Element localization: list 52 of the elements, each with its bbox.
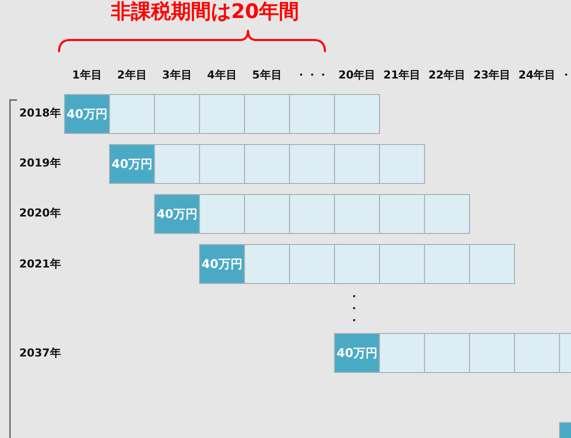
period-cell bbox=[334, 244, 380, 284]
row-label: 2021年 bbox=[19, 256, 61, 272]
column-header: 5年目 bbox=[252, 68, 282, 82]
period-cell bbox=[334, 94, 380, 134]
amount-cell: 40万円 bbox=[109, 144, 155, 184]
period-cell bbox=[154, 94, 200, 134]
period-cell bbox=[244, 194, 290, 234]
period-cell bbox=[244, 94, 290, 134]
title: 非課税期間は20年間 bbox=[111, 0, 299, 25]
period-cell bbox=[289, 94, 335, 134]
row-label: 2020年 bbox=[19, 206, 61, 220]
period-cell bbox=[244, 144, 290, 184]
amount-cell: 40万円 bbox=[154, 194, 200, 234]
period-cell bbox=[469, 244, 515, 284]
period-cell bbox=[289, 194, 335, 234]
column-header: 21年目 bbox=[383, 68, 421, 82]
column-header: 3年目 bbox=[162, 68, 192, 82]
row-label: 2019年 bbox=[19, 156, 61, 170]
period-cell bbox=[469, 333, 515, 373]
period-cell bbox=[424, 244, 470, 284]
period-cell bbox=[199, 144, 245, 184]
column-header: 4年目 bbox=[207, 68, 237, 82]
column-header: 24年目 bbox=[518, 68, 556, 82]
period-cell bbox=[514, 333, 560, 373]
period-cell bbox=[379, 194, 425, 234]
period-cell bbox=[334, 194, 380, 234]
column-header: 23年目 bbox=[473, 68, 511, 82]
period-cell bbox=[109, 94, 155, 134]
column-header: 20年目 bbox=[338, 68, 376, 82]
column-header: 22年目 bbox=[428, 68, 466, 82]
period-cell bbox=[424, 333, 470, 373]
period-cell bbox=[199, 94, 245, 134]
ellipsis: ・・・ bbox=[348, 290, 360, 328]
period-cell bbox=[154, 144, 200, 184]
column-header: ・・・ bbox=[296, 68, 328, 82]
amount-cell: 40万円 bbox=[334, 333, 380, 373]
period-cell bbox=[379, 333, 425, 373]
period-cell bbox=[289, 144, 335, 184]
period-cell bbox=[379, 244, 425, 284]
column-header: 2年目 bbox=[117, 68, 147, 82]
period-cell bbox=[199, 194, 245, 234]
row-label: 2037年 bbox=[19, 346, 61, 360]
row-label: 2018年 bbox=[19, 106, 61, 120]
period-cell bbox=[289, 244, 335, 284]
amount-cell: 40万円 bbox=[64, 94, 110, 134]
period-cell bbox=[379, 144, 425, 184]
period-cell bbox=[334, 144, 380, 184]
column-header: 1年目 bbox=[72, 68, 102, 82]
period-cell bbox=[244, 244, 290, 284]
amount-cell: 40万円 bbox=[199, 244, 245, 284]
period-cell bbox=[424, 194, 470, 234]
column-header: ・ bbox=[560, 68, 571, 82]
